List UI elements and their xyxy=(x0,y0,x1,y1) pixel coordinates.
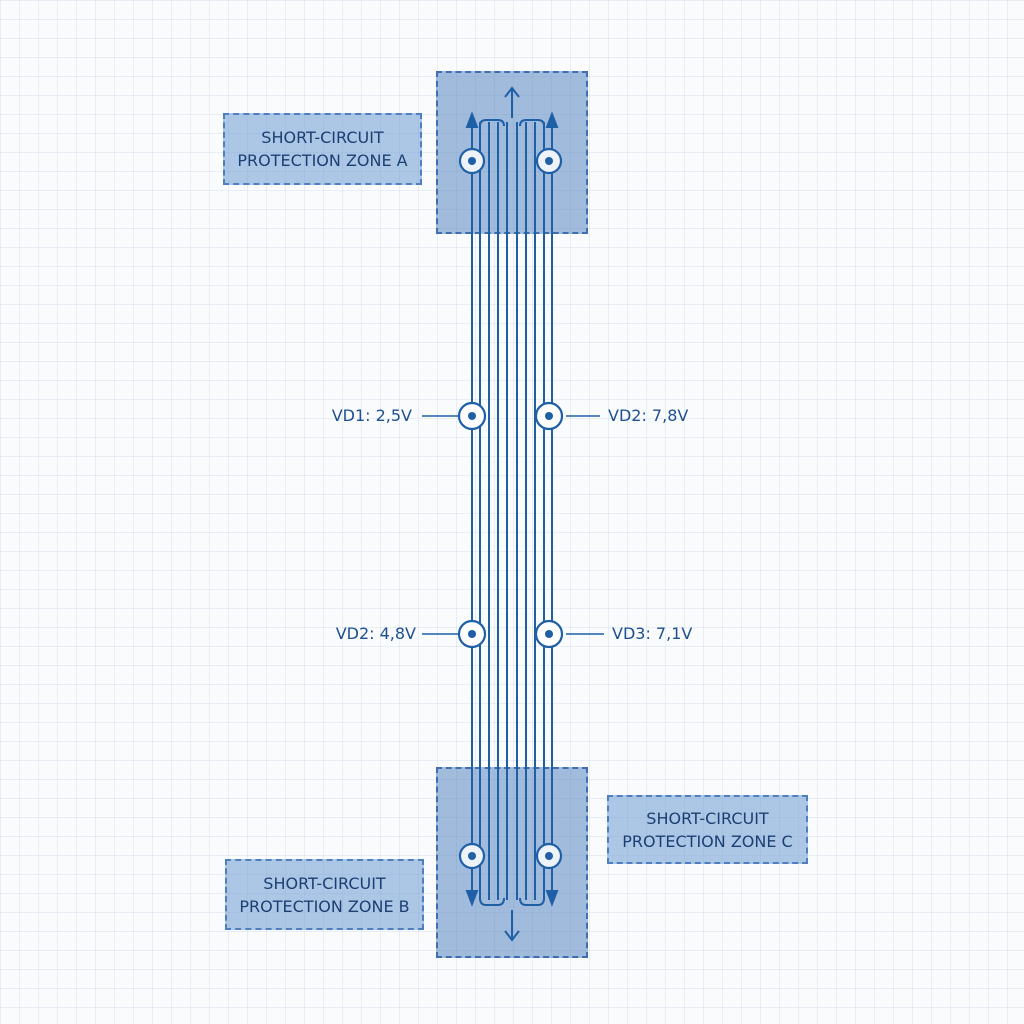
wire-loop-bottom xyxy=(479,897,505,906)
arrow-down-icon xyxy=(545,890,559,907)
wire-bundle xyxy=(471,119,553,906)
leader-lines xyxy=(422,415,604,635)
measurement-point-icon xyxy=(535,147,563,175)
zone-a-line2: PROTECTION ZONE A xyxy=(237,151,408,170)
voltage-label-left-upper: VD1: 2,5V xyxy=(331,406,412,425)
wire-loop-top xyxy=(519,119,545,127)
measurement-point-icon xyxy=(457,401,487,431)
measurement-point-icon xyxy=(458,147,486,175)
arrow-down-icon xyxy=(465,890,479,907)
measurement-point-icon xyxy=(535,842,563,870)
wire-loop-top xyxy=(479,119,505,127)
arrow-up-icon xyxy=(545,111,559,128)
arrow-up-icon xyxy=(504,86,520,118)
zone-b-line1: SHORT-CIRCUIT xyxy=(263,873,386,893)
measurement-point-icon xyxy=(458,842,486,870)
arrow-up-icon xyxy=(465,111,479,128)
zone-c-line2: PROTECTION ZONE C xyxy=(622,831,793,851)
measurement-point-icon xyxy=(534,401,564,431)
zone-b-label: SHORT-CIRCUIT PROTECTION ZONE B xyxy=(225,859,424,930)
measurement-point-icon xyxy=(457,619,487,649)
measurement-points xyxy=(457,147,564,870)
voltage-label-right-lower: VD3: 7,1V xyxy=(612,624,693,643)
zone-a-label: SHORT-CIRCUIT PROTECTION ZONE A xyxy=(223,113,422,185)
voltage-label-right-upper: VD2: 7,8V xyxy=(608,406,689,425)
zone-b-line2: PROTECTION ZONE B xyxy=(239,896,410,916)
voltage-label-left-lower: VD2: 4,8V xyxy=(335,624,416,643)
zone-a-line1: SHORT-CIRCUIT xyxy=(261,128,384,147)
wire-loop-bottom xyxy=(519,897,545,906)
arrows xyxy=(465,86,559,942)
measurement-point-icon xyxy=(534,619,564,649)
zone-c-label: SHORT-CIRCUIT PROTECTION ZONE C xyxy=(607,795,808,864)
zone-c-line1: SHORT-CIRCUIT xyxy=(646,808,769,828)
arrow-down-icon xyxy=(504,910,520,942)
